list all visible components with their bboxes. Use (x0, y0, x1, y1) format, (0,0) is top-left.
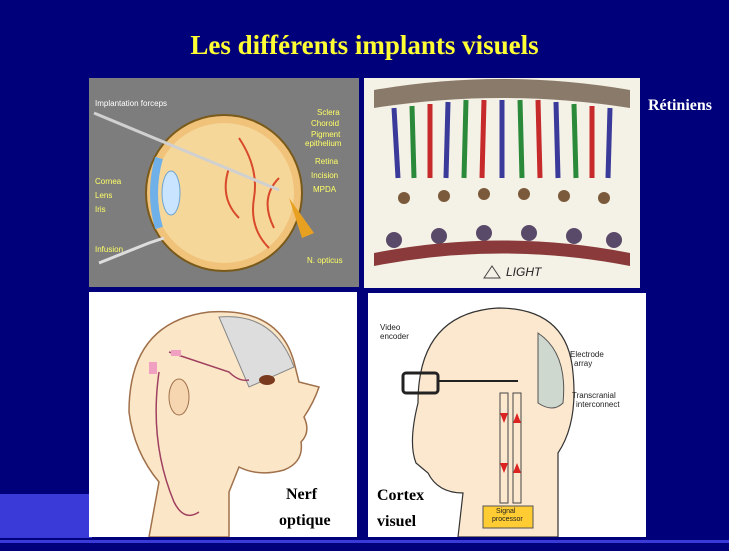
accent-bar (0, 494, 92, 538)
retina-layers-illustration (364, 78, 640, 288)
infusion-label: Infusion (95, 245, 123, 254)
cornea-label: Cornea (95, 177, 121, 186)
interconnect-label: interconnect (576, 400, 620, 409)
signal-label: Signal (496, 508, 515, 515)
epithelium-label: epithelium (305, 139, 341, 148)
optique-label: optique (279, 511, 331, 530)
pigment-label: Pigment (311, 130, 340, 139)
retina-layers-panel: LIGHT (364, 78, 640, 288)
cortex-implant-panel: Video encoder Electrode array Transcrani… (368, 293, 646, 537)
nerf-label: Nerf (286, 485, 317, 504)
lens-label: Lens (95, 191, 112, 200)
sclera-label: Sclera (317, 108, 340, 117)
eye-implant-panel: Implantation forceps Sclera Choroid Pigm… (89, 78, 359, 287)
retiniens-label: Rétiniens (648, 96, 712, 115)
electrode-label: Electrode (570, 350, 604, 359)
optic-nerve-panel: Nerf optique (89, 292, 357, 537)
iris-label: Iris (95, 205, 106, 214)
light-label: LIGHT (506, 265, 541, 279)
incision-label: Incision (311, 171, 338, 180)
transcranial-label: Transcranial (572, 391, 616, 400)
video-label: Video (380, 323, 400, 332)
bottom-rule (0, 540, 729, 543)
visuel-label: visuel (377, 512, 416, 531)
array-label: array (574, 359, 592, 368)
retina-label: Retina (315, 157, 338, 166)
slide-title: Les différents implants visuels (0, 30, 729, 61)
mpda-label: MPDA (313, 185, 336, 194)
choroid-label: Choroid (311, 119, 339, 128)
n-opticus-label: N. opticus (307, 256, 343, 265)
cortex-label: Cortex (377, 486, 424, 505)
forceps-label: Implantation forceps (95, 99, 167, 108)
encoder-label: encoder (380, 332, 409, 341)
processor-label: processor (492, 516, 523, 523)
